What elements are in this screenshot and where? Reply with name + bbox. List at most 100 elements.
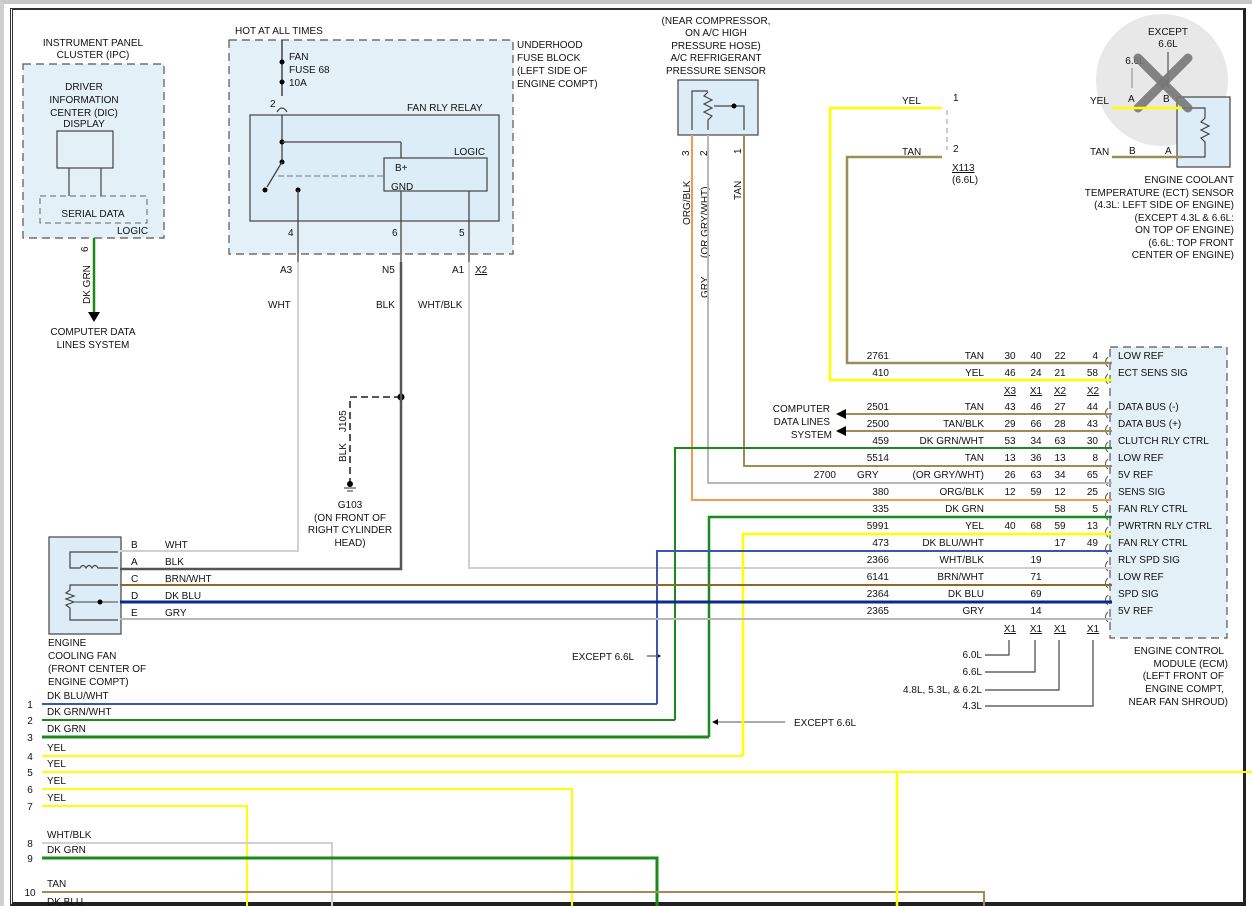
fan-name-2: COOLING FAN (48, 651, 116, 662)
ipc-wire-label: DK GRN (82, 265, 93, 304)
ecm-conn-foot: X1 (1054, 624, 1067, 635)
pin-x3: 46 (1004, 368, 1016, 379)
ground-loc-2: RIGHT CYLINDER (308, 525, 392, 536)
legend-number: 9 (27, 854, 33, 865)
pin-x1: 59 (1030, 487, 1042, 498)
wire-label-blk: BLK (376, 300, 395, 311)
ac-wire-tan: TAN (733, 181, 744, 200)
ect-name-3: (4.3L: LEFT SIDE OF ENGINE) (1094, 200, 1234, 211)
ecm-name-1: ENGINE CONTROL (1134, 646, 1224, 657)
pin-x2: 27 (1054, 402, 1066, 413)
legend-wire-label: YEL (47, 793, 66, 804)
circuit-number: 2501 (867, 402, 890, 413)
fuse-block-name-1: UNDERHOOD (517, 40, 583, 51)
ect-except-66: 6.6L (1158, 39, 1178, 50)
wire-tan-ect (845, 155, 1182, 365)
wire-color: (OR GRY/WHT) (913, 470, 984, 481)
pin-x3: 13 (1004, 453, 1016, 464)
wire-blk (120, 262, 403, 571)
bplus-label: B+ (395, 163, 408, 174)
circuit-number: 2366 (867, 555, 890, 566)
fan-wire-label: DK BLU (165, 591, 201, 602)
except-note-2: EXCEPT 6.6L (794, 718, 857, 729)
wire-color: GRY (857, 470, 879, 481)
conn-a3: A3 (280, 265, 293, 276)
connector-icon (1105, 594, 1109, 606)
wire-gry (707, 135, 1112, 484)
dic-label-1: DRIVER (65, 82, 103, 93)
legend-wire-label: WHT/BLK (47, 830, 92, 841)
pin-x2b: 43 (1087, 419, 1099, 430)
fan-name-3: (FRONT CENTER OF (48, 664, 146, 675)
ect-name-7: CENTER OF ENGINE) (1132, 250, 1234, 261)
wire-wht-blk (468, 262, 1112, 569)
pin-x2: 58 (1054, 504, 1066, 515)
data-lines-1: COMPUTER (773, 404, 830, 415)
circuit-number: 6141 (867, 572, 890, 583)
pin-x2b: 58 (1087, 368, 1099, 379)
relay-logic-box (383, 157, 488, 192)
pin-x1: 63 (1030, 470, 1042, 481)
ecm-function: DATA BUS (+) (1118, 419, 1181, 430)
pin-x2b: 49 (1087, 538, 1099, 549)
ground-wire-label: BLK (338, 443, 349, 462)
pin-x2: 22 (1054, 351, 1066, 362)
serial-data-label: SERIAL DATA (61, 209, 124, 220)
pin-x1: 14 (1030, 606, 1042, 617)
pin-x2: 59 (1054, 521, 1066, 532)
pin-x2b: 5 (1092, 504, 1098, 515)
except-note-1: EXCEPT 6.6L (572, 652, 635, 663)
legend-number: 1 (27, 700, 33, 711)
dic-label-3: CENTER (DIC) (50, 108, 118, 119)
legend-wire-label: DK BLU (47, 897, 83, 906)
pin-x2: 13 (1054, 453, 1066, 464)
wire-color: YEL (965, 368, 984, 379)
relay-switch (266, 161, 283, 188)
ect-alt-pin-a: A (1128, 94, 1135, 105)
ecm-function: DATA BUS (-) (1118, 402, 1179, 413)
potentiometer-icon (702, 91, 714, 130)
pin-x3: 29 (1004, 419, 1016, 430)
pin-x1: 24 (1030, 368, 1042, 379)
ect-pin-a: A (1165, 146, 1172, 157)
connector-icon (1105, 475, 1109, 487)
pin-x2b: 25 (1087, 487, 1099, 498)
relay-pin-4: 4 (288, 228, 294, 239)
ecm-conn-head: X1 (1030, 386, 1043, 397)
ect-name-5: ON TOP OF ENGINE) (1135, 225, 1234, 236)
variant-43: 4.3L (963, 701, 983, 712)
pin-x1: 34 (1030, 436, 1042, 447)
ecm-function: ECT SENS SIG (1118, 368, 1188, 379)
pin-x1: 71 (1030, 572, 1042, 583)
ecm-conn-head: X2 (1054, 386, 1067, 397)
ground-id: G103 (338, 500, 363, 511)
ipc-pin: 6 (80, 246, 91, 252)
ecm-name-4: ENGINE COMPT, (1145, 684, 1224, 695)
connector-icon (1105, 492, 1109, 504)
ect-wire-yel-1: YEL (902, 96, 921, 107)
close-icon[interactable] (1133, 53, 1193, 113)
fan-relay-box (249, 114, 500, 222)
fan-name-4: ENGINE COMPT) (48, 677, 129, 688)
pin-x1: 68 (1030, 521, 1042, 532)
ecm-function: 5V REF (1118, 470, 1153, 481)
wire-dk-grn (707, 515, 1112, 737)
legend-number: 5 (27, 768, 33, 779)
splice-label: J105 (338, 410, 349, 432)
ect-name-4: (EXCEPT 4.3L & 6.6L: (1135, 213, 1235, 224)
circuit-number: 459 (872, 436, 889, 447)
pin-x2b: 4 (1092, 351, 1098, 362)
serial-data-box (39, 195, 148, 224)
wire-color: DK GRN (945, 504, 984, 515)
ecm-module: ENGINE CONTROL MODULE (ECM) (LEFT FRONT … (773, 346, 1228, 712)
pin-x3: 26 (1004, 470, 1016, 481)
legend-number: 10 (24, 888, 36, 899)
ect-alt-pin-b: B (1129, 146, 1136, 157)
data-lines-3: SYSTEM (791, 430, 832, 441)
circuit-number: 2700 (814, 470, 837, 481)
